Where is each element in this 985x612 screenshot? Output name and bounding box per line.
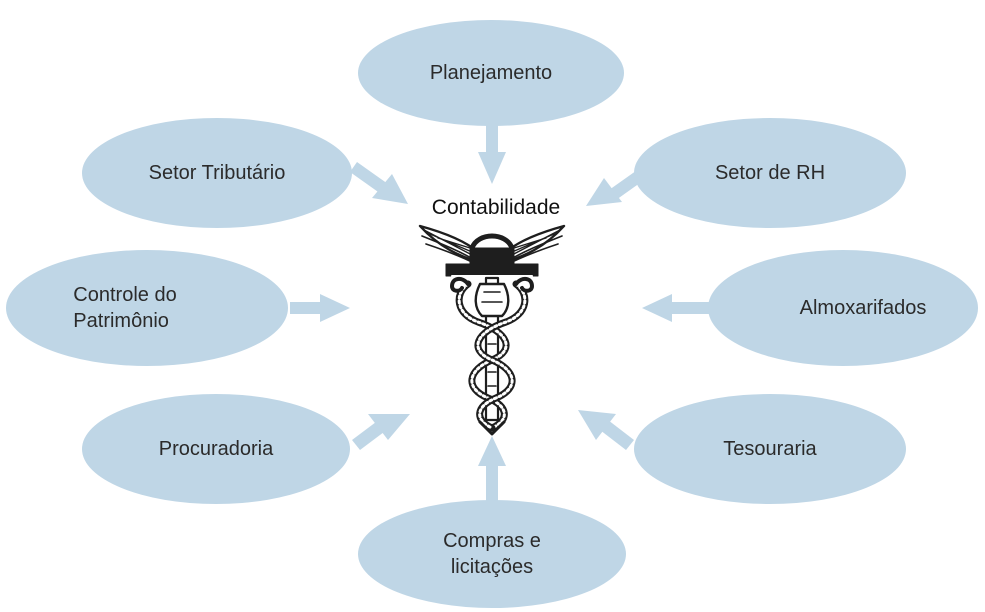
node-label: Procuradoria (158, 438, 274, 460)
arrow-controle-patrimonio (290, 294, 350, 322)
arrow-compras (478, 436, 506, 502)
arrow-almoxarifados (642, 294, 710, 322)
node-procuradoria: Procuradoria (82, 394, 350, 504)
node-label: Compras e licitações (443, 530, 541, 578)
center-title: Contabilidade (431, 196, 561, 219)
node-label: Controle do Patrimônio (73, 284, 177, 332)
arrow-setor-tributario (350, 162, 408, 204)
caduceus-icon (418, 224, 566, 436)
node-setor-rh: Setor de RH (634, 118, 906, 228)
node-label: Setor Tributário (148, 162, 286, 184)
node-setor-tributario: Setor Tributário (82, 118, 352, 228)
node-label: Tesouraria (723, 438, 817, 460)
node-almoxarifados: Almoxarifados (708, 250, 978, 366)
node-planejamento: Planejamento (358, 20, 624, 126)
arrow-tesouraria (578, 410, 634, 450)
node-compras: Compras e licitações (358, 500, 626, 608)
node-tesouraria: Tesouraria (634, 394, 906, 504)
arrow-planejamento (478, 118, 506, 184)
arrow-procuradoria (352, 414, 410, 450)
node-controle-patrimonio: Controle do Patrimônio (6, 250, 288, 366)
node-label: Setor de RH (714, 162, 826, 184)
node-label: Planejamento (429, 62, 553, 84)
node-label: Almoxarifados (799, 297, 927, 319)
